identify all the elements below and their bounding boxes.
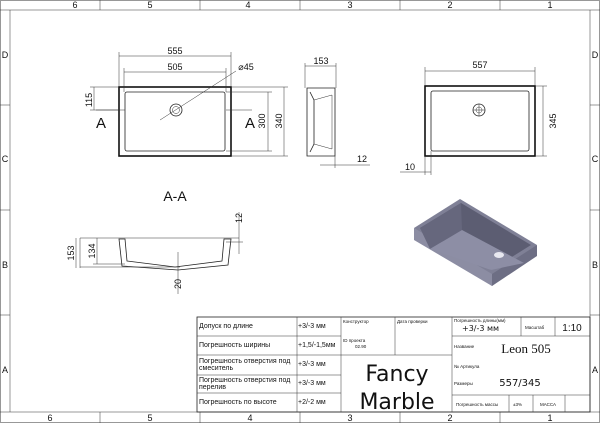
tolerance-value: +3/-3 мм (298, 380, 326, 388)
dim-inner-width: 505 (167, 62, 182, 72)
product-name: Leon 505 (501, 341, 550, 356)
row-label: D (2, 50, 9, 60)
mass-label: МАССА (540, 402, 556, 407)
size-label: Размеры (454, 381, 473, 386)
check-date-label: Дата проверки (397, 319, 428, 324)
product-size: 557/345 (499, 378, 541, 389)
project-id-label: ID проекта (343, 338, 366, 343)
row-label: D (592, 50, 599, 60)
isometric-view (414, 199, 537, 286)
section-mark-right: A (245, 115, 255, 132)
designer-label: Конструктор (343, 319, 369, 324)
length-tolerance: +3/-3 мм (462, 324, 499, 333)
brand-line-2: Marble (359, 390, 434, 415)
dim-bottom-height: 345 (548, 113, 558, 128)
project-id: 02.90 (355, 344, 367, 349)
dim-section-total: 153 (66, 245, 76, 260)
column-label: 5 (147, 413, 152, 423)
mass-tolerance-label: Погрешность массы (456, 402, 498, 407)
row-label: C (592, 154, 599, 164)
top-view: 555 505 ⌀45 115 300 340 A A (84, 46, 288, 157)
side-view: 153 12 (304, 56, 370, 168)
row-label: C (2, 154, 9, 164)
dim-section-rim: 12 (234, 213, 244, 223)
dim-hole-offset: 115 (84, 93, 94, 107)
column-label: 2 (447, 0, 452, 10)
scale-value: 1:10 (562, 323, 582, 334)
dim-bottom-rim: 10 (405, 162, 415, 172)
dim-section-depth: 134 (87, 243, 97, 258)
tolerance-label: Погрешность ширины (199, 341, 271, 349)
row-label: A (592, 365, 598, 375)
dim-hole-diameter: ⌀45 (238, 62, 253, 72)
dim-outer-height: 340 (274, 113, 284, 128)
row-label: B (2, 260, 8, 270)
tolerance-label: Погрешность отверстия под перелив (199, 376, 291, 392)
tolerance-value: +3/-3 мм (298, 361, 326, 369)
tolerance-label: Погрешность отверстия под смеситель (199, 357, 291, 373)
column-label: 1 (547, 413, 552, 423)
article-label: № Артикула (454, 364, 480, 369)
column-label: 5 (147, 0, 152, 10)
dim-side-height: 153 (313, 56, 328, 66)
row-label: B (592, 260, 598, 270)
tolerance-value: +2/-2 мм (298, 398, 326, 406)
column-label: 6 (47, 413, 52, 423)
tolerance-value: +3/-3 мм (298, 322, 326, 330)
section-view: A-A 153 134 12 20 (66, 188, 244, 294)
tolerance-label: Допуск по длине (199, 322, 253, 330)
dim-section-bottom: 20 (173, 279, 183, 289)
title-block: Конструктор Дата проверки ID проекта 02.… (196, 316, 591, 415)
dim-outer-width: 555 (167, 46, 182, 56)
column-label: 3 (347, 0, 352, 10)
row-label: A (2, 365, 8, 375)
name-label: Название (454, 344, 475, 349)
scale-label: Масштаб (525, 325, 545, 330)
section-title: A-A (163, 188, 187, 204)
mass-tolerance: ±3% (513, 402, 522, 407)
column-label: 2 (447, 413, 452, 423)
dim-inner-height: 300 (257, 113, 267, 128)
column-label: 1 (547, 0, 552, 10)
bottom-view: 557 345 10 (400, 60, 558, 175)
column-label: 4 (247, 413, 252, 423)
tolerance-value: +1,5/-1,5мм (298, 341, 336, 349)
column-label: 3 (347, 413, 352, 423)
section-mark-left: A (96, 115, 106, 132)
length-tolerance-label: Погрешность длины(мм) (454, 318, 506, 323)
column-label: 6 (72, 0, 77, 10)
dim-bottom-width: 557 (472, 60, 487, 70)
brand-line-1: Fancy (365, 362, 428, 387)
dim-side-rim: 12 (357, 154, 367, 164)
column-label: 4 (245, 0, 250, 10)
tolerance-label: Погрешность по высоте (199, 398, 277, 406)
